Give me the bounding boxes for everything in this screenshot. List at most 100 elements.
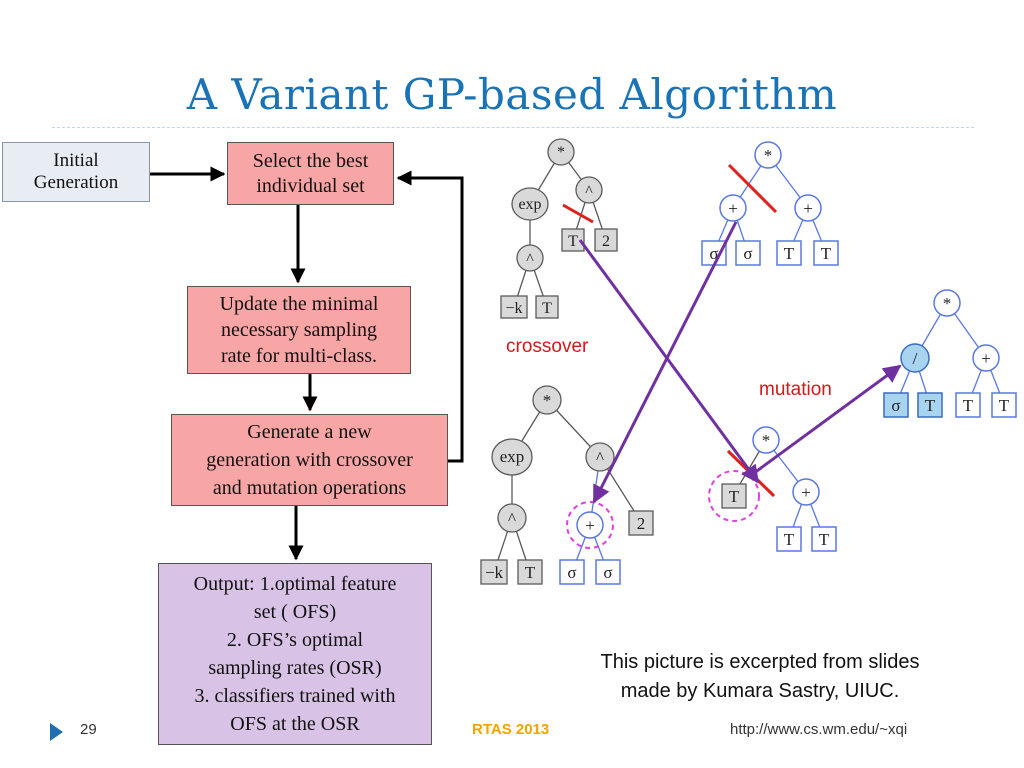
t4-plus-node	[792, 478, 820, 506]
tree-parent-1-labels: * exp ^ ^ T 2 −k T	[505, 144, 610, 317]
t2-sigma-label-2: σ	[743, 244, 752, 263]
t5-sigma-label: σ	[891, 396, 900, 415]
t3-plus-node	[576, 511, 604, 539]
t3-mul-label: *	[543, 391, 552, 410]
t3-two-leaf	[628, 510, 654, 536]
t2-T-label-1: T	[784, 244, 795, 263]
t5-T-leaf-3	[991, 392, 1017, 418]
t1-T2-leaf	[535, 295, 559, 319]
t1-T-label: T	[568, 233, 578, 250]
t3-pow2-node	[497, 503, 527, 533]
footer-triangle-icon	[50, 723, 63, 741]
t1-pow2-node	[516, 244, 544, 272]
t5-div-label: /	[913, 349, 918, 368]
tree-parent-2-labels: * + + σ σ T T	[709, 146, 831, 263]
t2-sigma-leaf-2	[735, 240, 761, 266]
t2-T-leaf-2	[813, 240, 839, 266]
initial-generation-box: Initial Generation	[2, 142, 150, 202]
t3-negk-label: −k	[485, 563, 504, 582]
t5-T-label-1: T	[925, 396, 936, 415]
t5-T-label-3: T	[999, 396, 1010, 415]
select-best-text: Select the best individual set	[252, 149, 369, 197]
t1-cut-mark	[562, 203, 594, 224]
tree-offspring-1	[493, 399, 642, 573]
crossover-arrow-1	[578, 239, 760, 484]
t3-mul-node	[532, 385, 562, 415]
t3-sigma-leaf-2	[595, 559, 621, 585]
t3-T-label: T	[525, 563, 536, 582]
output-box: Output: 1.optimal feature set ( OFS) 2. …	[158, 563, 432, 745]
t1-negk-leaf	[500, 295, 528, 319]
mutation-arrow	[749, 364, 902, 478]
t1-pow2-label: ^	[526, 251, 534, 268]
t1-exp-label: exp	[518, 196, 541, 213]
t5-plus-node	[972, 344, 1000, 372]
select-best-box: Select the best individual set	[227, 142, 394, 205]
t2-sigma-leaf-1	[701, 240, 727, 266]
t3-exp-node	[491, 438, 533, 476]
generate-new-box: Generate a new generation with crossover…	[171, 414, 448, 506]
t3-sigma-label-1: σ	[567, 563, 576, 582]
t3-T-leaf	[517, 559, 543, 585]
update-sampling-box: Update the minimal necessary sampling ra…	[187, 286, 411, 374]
t3-exp-label: exp	[500, 447, 525, 466]
t2-T-leaf-1	[776, 240, 802, 266]
t1-negk-label: −k	[505, 300, 522, 317]
t4-T-leaf-1	[776, 526, 802, 552]
t2-plus-node-2	[794, 194, 822, 222]
initial-generation-text: Initial Generation	[33, 150, 119, 193]
t3-pow-label: ^	[596, 448, 604, 467]
author-url: http://www.cs.wm.edu/~xqi	[730, 721, 908, 738]
t5-plus-label: +	[981, 349, 991, 368]
credit-note: This picture is excerpted from slides ma…	[600, 651, 920, 702]
crossover-label: crossover	[506, 336, 589, 357]
tree-offspring-2-labels: * + T T T	[729, 431, 830, 549]
t5-T-leaf-1	[917, 392, 943, 418]
output-text: Output: 1.optimal feature set ( OFS) 2. …	[193, 573, 397, 735]
t4-plus-label: +	[801, 483, 811, 502]
t5-mul-node	[933, 289, 961, 317]
t4-mutation-highlight	[708, 470, 760, 522]
t3-negk-leaf	[480, 559, 508, 585]
t4-T-label-2: T	[819, 530, 830, 549]
t4-T-grey-label: T	[729, 487, 740, 506]
t4-mul-node	[752, 426, 780, 454]
t1-mul-label: *	[557, 144, 565, 161]
t1-pow-label: ^	[585, 183, 593, 200]
tree-parent-2-nodes	[701, 141, 839, 266]
t5-sigma-leaf	[883, 392, 909, 418]
generate-new-text: Generate a new generation with crossover…	[206, 421, 413, 499]
t2-plus-node-1	[719, 194, 747, 222]
t2-plus-label-2: +	[803, 199, 813, 218]
tree-parent-1-nodes	[500, 138, 618, 319]
t1-two-leaf	[594, 228, 618, 252]
t5-T-label-2: T	[963, 396, 974, 415]
crossover-arrow-2	[592, 221, 738, 504]
t5-div-node	[900, 343, 930, 373]
arrow-loop-back	[396, 170, 464, 463]
update-sampling-text: Update the minimal necessary sampling ra…	[219, 293, 379, 367]
t1-two-label: 2	[602, 233, 610, 250]
tree-mutated-labels: * / + σ T T T	[891, 294, 1009, 415]
t4-mul-label: *	[762, 431, 771, 450]
t2-mul-label: *	[764, 146, 773, 165]
t2-mul-node	[754, 141, 782, 169]
t2-T-label-2: T	[821, 244, 832, 263]
operation-arrows	[578, 221, 902, 504]
t2-sigma-label-1: σ	[709, 244, 718, 263]
tree-offspring-1-labels: * exp ^ ^ −k T 2 + σ σ	[485, 391, 645, 582]
t2-cut-mark	[727, 163, 778, 214]
t3-pow2-label: ^	[508, 509, 516, 528]
tree-parent-1	[513, 151, 607, 308]
t3-two-label: 2	[637, 514, 646, 533]
mutation-label: mutation	[759, 379, 832, 400]
t1-mul-node	[547, 138, 575, 166]
tree-offspring-2-nodes	[752, 426, 837, 552]
t5-T-leaf-2	[955, 392, 981, 418]
flowchart-arrows	[150, 166, 464, 561]
t1-T2-label: T	[542, 300, 552, 317]
slide-title: A Variant GP-based Algorithm	[186, 70, 838, 119]
slide-number: 29	[80, 721, 97, 738]
t1-exp-node	[511, 187, 549, 221]
